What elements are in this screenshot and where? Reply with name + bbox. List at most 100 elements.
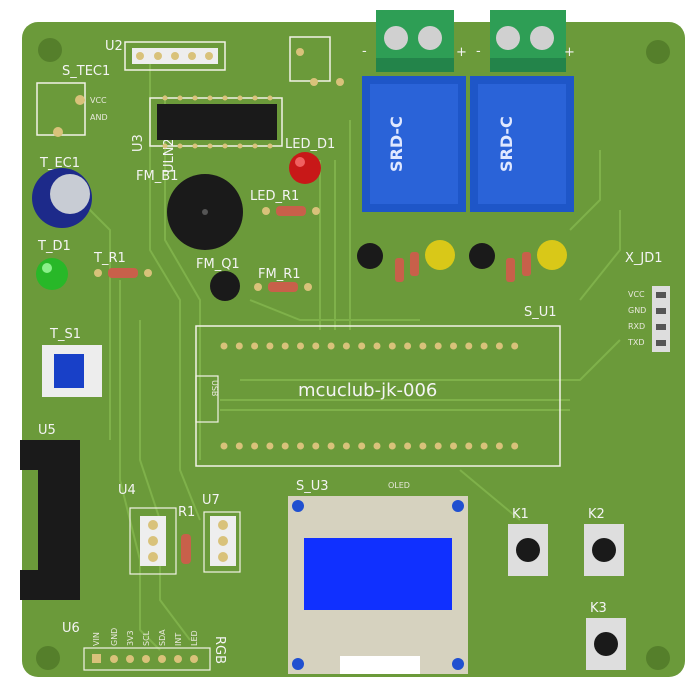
mcu-pin [511,442,519,450]
relay-led-left-yellow [425,240,455,270]
label-u6: U6 [62,621,80,636]
relay-resistor-left-1 [395,258,404,282]
relay-transistor-left [357,243,383,269]
label-vin: VIN [92,632,101,646]
led-r1-pad [262,207,270,215]
label-plus-right: + [564,45,575,60]
button-k2-cap [592,538,616,562]
relay-transistor-right [469,243,495,269]
mcu-pin [297,442,304,450]
mcu-pin [327,442,335,450]
label-s-tec1: S_TEC1 [62,64,110,79]
mcu-pin [434,342,442,350]
s-tec1-pad [75,95,85,105]
mcu-pin [465,342,473,350]
label-s-u1: S_U1 [524,305,557,320]
u4-outline [129,507,177,575]
label-gnd-xjd: GND [628,306,646,315]
mcu-pin [373,342,381,350]
t-r1-pad [144,269,152,277]
oled-hole [452,500,464,512]
mcu-pin [342,442,350,450]
mcu-pin [358,342,366,350]
label-led-d1: LED_D1 [285,137,335,152]
label-sda: SDA [158,629,167,646]
t-r1-pad [94,269,102,277]
mount-hole-bl [36,646,60,670]
mcu-pin [281,342,289,350]
u7-outline [203,511,241,573]
mount-hole-br [646,646,670,670]
led-t-d1-highlight [42,263,52,273]
label-int: INT [174,633,183,646]
mcu-pin [511,342,519,350]
mcu-pin [358,442,366,450]
u3-ic-body [157,104,277,140]
x-jd1-pins [656,292,666,346]
mcu-pin [220,342,228,350]
label-r1: R1 [178,505,195,520]
label-usb: USB [210,380,219,396]
label-minus-left: - [362,44,367,59]
label-3v3: 3V3 [126,630,135,646]
label-fm-b1: FM_B1 [136,169,178,184]
board-title: mcuclub-jk-006 [298,380,437,401]
mcu-pin [327,342,335,350]
mcu-pin [480,342,488,350]
label-k2: K2 [588,507,605,522]
relay-resistor-left-2 [410,252,419,276]
oled-hole [452,658,464,670]
u2-pins [136,52,213,60]
mcu-pin [419,342,427,350]
button-k3-cap [594,632,618,656]
label-k1: K1 [512,507,529,522]
label-srd-right: SRD-C [497,116,516,172]
mcu-pin [312,442,320,450]
relay-header-pad [296,48,304,56]
mcu-pin [450,342,457,350]
buzzer-hole [202,209,208,215]
relay-header-pad [336,78,344,86]
t-r1-resistor [108,268,138,278]
u4-pins [148,520,158,562]
oled-cable [340,656,420,674]
mcu-pin [388,442,396,450]
fm-r1-pad [254,283,262,291]
u6-outline [83,647,211,671]
mcu-pin [266,442,274,450]
switch-t-s1-knob [54,354,84,388]
label-txd: TXD [627,338,645,347]
mcu-pins-top [220,342,519,350]
label-t-ec1: T_EC1 [39,156,80,171]
u3-pins [162,95,273,149]
mcu-pin [404,342,412,350]
label-u3: U3 [131,134,146,152]
label-rxd: RXD [628,322,645,331]
mcu-pin [251,342,259,350]
label-t-s1: T_S1 [49,327,81,342]
mount-hole-tl [38,38,62,62]
relay-left [362,76,466,212]
label-x-jd1: X_JD1 [625,251,663,266]
led-d1-highlight [295,157,305,167]
fm-r1-pad [304,283,312,291]
relay-header-outline [289,36,331,82]
terminal-block-right [490,10,566,72]
u5-connector [20,440,80,600]
mcu-pin [465,442,473,450]
mcu-pin [342,342,350,350]
s-tec1-pad [53,127,63,137]
mcu-pin [404,442,412,450]
terminal-block-left [376,10,454,72]
relay-header-pad [310,78,318,86]
label-minus-right: - [476,44,481,59]
usb-outline [195,375,219,423]
label-fm-r1: FM_R1 [258,267,301,282]
oled-hole [292,500,304,512]
mcu-pin [480,442,488,450]
label-scl: SCL [142,630,151,646]
mcu-pin [373,442,381,450]
mcu-pin [495,442,503,450]
mcu-pin [251,442,259,450]
